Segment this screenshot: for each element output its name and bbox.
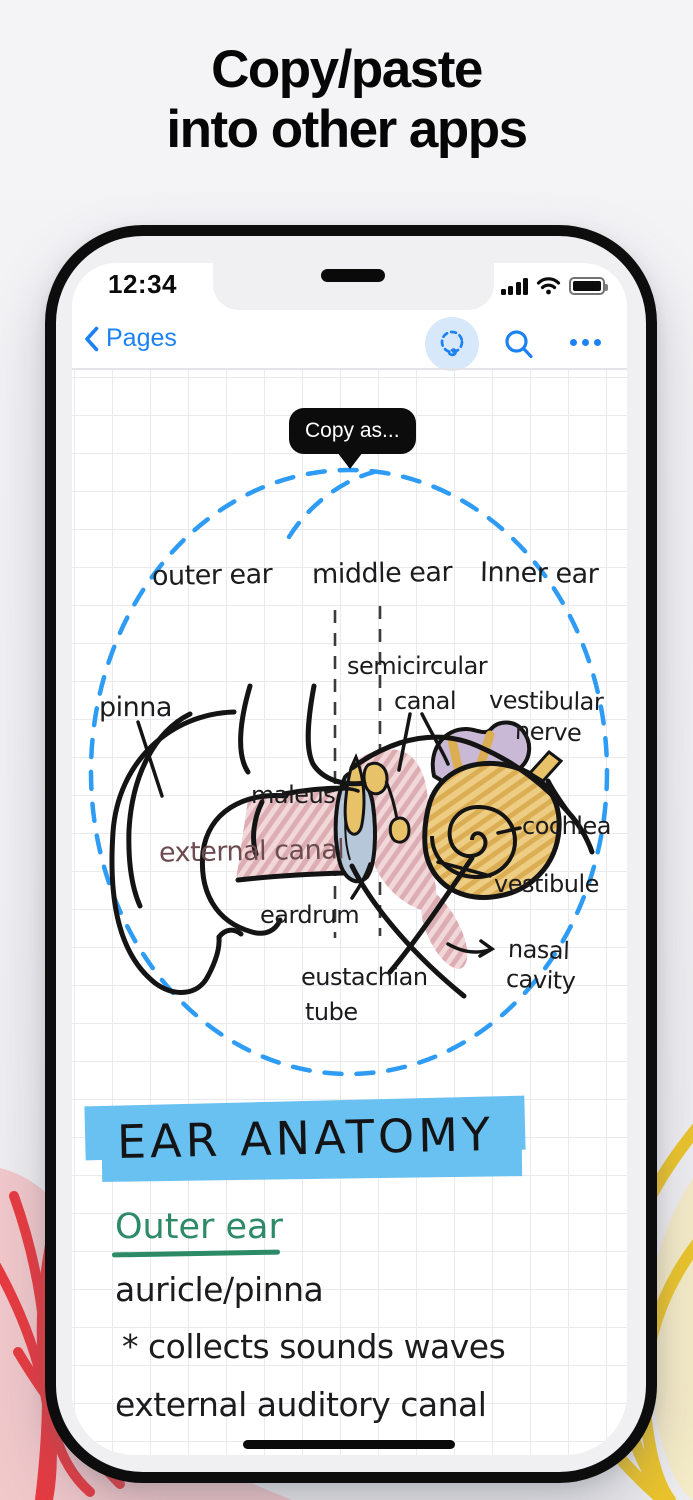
- label-pinna: pinna: [99, 692, 172, 723]
- label-eustachian: eustachian: [301, 963, 428, 991]
- label-middle-ear: middle ear: [311, 556, 453, 591]
- nav-bar: Pages: [72, 310, 627, 371]
- note-line: * collects sounds waves: [122, 1327, 506, 1366]
- more-options-button[interactable]: [570, 339, 601, 346]
- label-semicircular-canal: canal: [394, 687, 457, 715]
- back-button-label: Pages: [106, 324, 177, 352]
- section-heading-outer-ear: Outer ear: [115, 1207, 283, 1247]
- label-vestibular: vestibular: [488, 686, 604, 716]
- status-bar: 12:34: [72, 263, 627, 310]
- cellular-signal-icon: [500, 278, 528, 295]
- status-icons: [500, 273, 608, 295]
- chevron-left-icon: [85, 326, 99, 351]
- label-malleus: maleus: [251, 781, 336, 809]
- note-paper-grid[interactable]: [72, 370, 627, 1455]
- label-vestibule: vestibule: [494, 870, 599, 898]
- headline-line-2: into other apps: [166, 100, 528, 160]
- label-eustachian-tube: tube: [305, 998, 358, 1026]
- label-eardrum: eardrum: [260, 901, 360, 929]
- lasso-selection-icon: [440, 330, 464, 357]
- label-inner-ear: Inner ear: [479, 556, 599, 591]
- note-line: auricle/pinna: [115, 1270, 324, 1309]
- status-time: 12:34: [108, 269, 177, 299]
- notch: [213, 263, 494, 310]
- label-semicircular: semicircular: [347, 652, 488, 680]
- home-indicator[interactable]: [243, 1440, 455, 1449]
- phone-mockup: 12:34: [45, 225, 657, 1483]
- note-title: EAR ANATOMY: [116, 1107, 495, 1169]
- phone-screen: 12:34: [72, 263, 627, 1455]
- label-outer-ear: outer ear: [151, 558, 273, 593]
- headline: Copy/paste into other apps: [0, 40, 693, 161]
- ear-diagram: [88, 467, 610, 1077]
- label-vestibular-nerve: nerve: [514, 716, 582, 748]
- nav-divider: [72, 368, 627, 370]
- label-external-canal: external canal: [158, 834, 345, 869]
- label-nasal: nasal: [507, 934, 570, 966]
- lasso-tool-button[interactable]: [425, 317, 479, 371]
- label-cochlea: cochlea: [522, 812, 611, 840]
- speaker-pill: [321, 269, 385, 282]
- battery-icon: [569, 277, 608, 295]
- note-line: external auditory canal: [115, 1385, 487, 1424]
- back-button[interactable]: Pages: [84, 324, 177, 353]
- search-button[interactable]: [503, 328, 535, 360]
- wifi-icon: [536, 277, 561, 295]
- headline-line-1: Copy/paste: [211, 40, 483, 99]
- tooltip-arrow: [337, 452, 363, 469]
- copy-as-tooltip[interactable]: Copy as...: [289, 408, 416, 454]
- label-nasal-cavity: cavity: [505, 964, 576, 996]
